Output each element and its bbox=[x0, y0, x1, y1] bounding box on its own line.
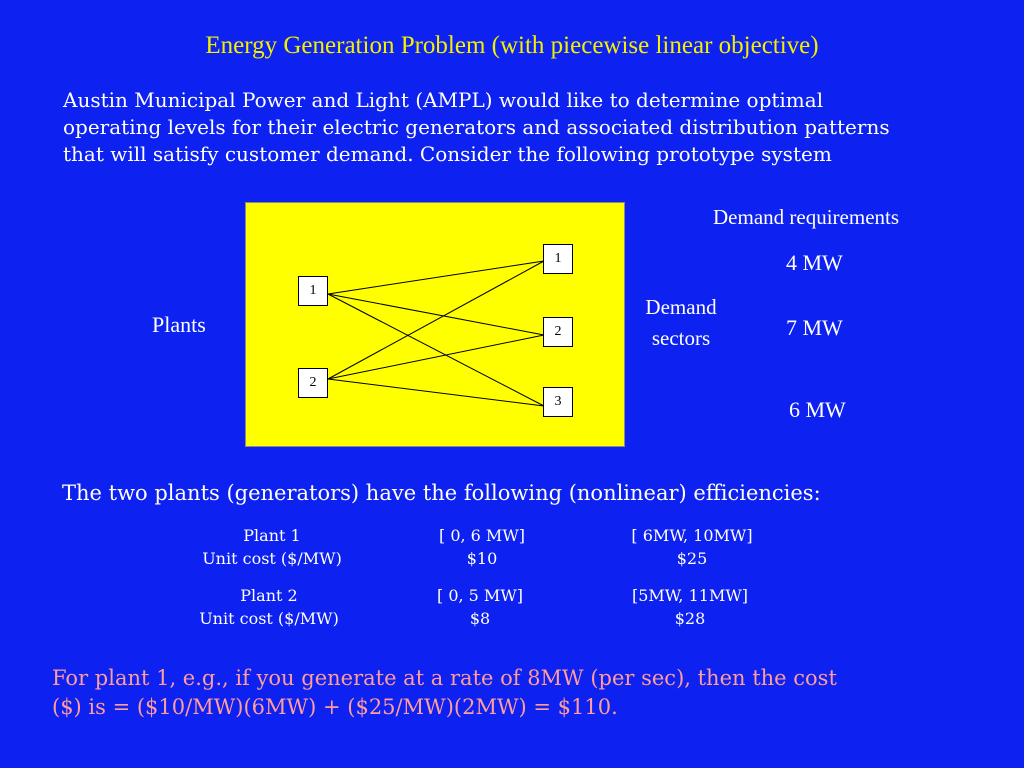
demand-sector-3-value: 6 MW bbox=[789, 397, 846, 422]
edge-plant1-sector3 bbox=[327, 293, 545, 407]
plant2-name: Plant 2 bbox=[240, 586, 298, 605]
edge-plant1-sector2 bbox=[327, 293, 545, 336]
plant-node-2: 2 bbox=[298, 368, 328, 398]
edge-plant2-sector3 bbox=[327, 378, 545, 407]
demand-requirements-label: Demand requirements bbox=[713, 205, 900, 229]
network-diagram: 1 2 1 2 3 bbox=[245, 202, 625, 447]
demand-sectors-line: sectors bbox=[651, 326, 711, 350]
sector-node-2: 2 bbox=[543, 317, 573, 347]
demand-sector-2-value: 7 MW bbox=[786, 315, 843, 340]
plant2-cost2: $28 bbox=[674, 609, 706, 628]
intro-line: Austin Municipal Power and Light (AMPL) … bbox=[63, 88, 824, 112]
plant-node-1: 1 bbox=[298, 276, 328, 306]
intro-line: operating levels for their electric gene… bbox=[63, 115, 890, 139]
sector-node-1: 1 bbox=[543, 244, 573, 274]
plant1-label-cell: Plant 1 Unit cost ($/MW) bbox=[162, 524, 382, 570]
cost-example-line: ($) is = ($10/MW)(6MW) + ($25/MW)(2MW) =… bbox=[52, 695, 618, 719]
plant1-range1-cell: [ 0, 6 MW] $10 bbox=[372, 524, 592, 570]
plants-label: Plants bbox=[152, 312, 206, 337]
edge-plant1-sector1 bbox=[327, 260, 545, 295]
plant1-cost1: $10 bbox=[466, 549, 498, 568]
plant2-label-cell: Plant 2 Unit cost ($/MW) bbox=[159, 584, 379, 630]
plant2-range1-cell: [ 0, 5 MW] $8 bbox=[370, 584, 590, 630]
plant1-cost-label: Unit cost ($/MW) bbox=[202, 549, 342, 568]
plant2-range2: [5MW, 11MW] bbox=[631, 586, 749, 605]
demand-sectors-line: Demand bbox=[645, 295, 717, 319]
sector-node-3: 3 bbox=[543, 387, 573, 417]
cost-example: For plant 1, e.g., if you generate at a … bbox=[52, 664, 992, 722]
plant1-cost2: $25 bbox=[676, 549, 708, 568]
plant1-range1: [ 0, 6 MW] bbox=[438, 526, 525, 545]
plant1-range2: [ 6MW, 10MW] bbox=[631, 526, 753, 545]
efficiency-heading: The two plants (generators) have the fol… bbox=[62, 481, 821, 505]
demand-sectors-label: Demand sectors bbox=[626, 292, 736, 354]
plant2-cost-label: Unit cost ($/MW) bbox=[199, 609, 339, 628]
cost-example-line: For plant 1, e.g., if you generate at a … bbox=[52, 666, 837, 690]
plant1-range2-cell: [ 6MW, 10MW] $25 bbox=[582, 524, 802, 570]
intro-line: that will satisfy customer demand. Consi… bbox=[63, 142, 832, 166]
edge-plant2-sector2 bbox=[327, 334, 545, 380]
demand-sector-1-value: 4 MW bbox=[786, 250, 843, 275]
intro-paragraph: Austin Municipal Power and Light (AMPL) … bbox=[63, 87, 983, 168]
plant1-name: Plant 1 bbox=[243, 526, 301, 545]
plant2-range2-cell: [5MW, 11MW] $28 bbox=[580, 584, 800, 630]
connection-lines bbox=[327, 260, 545, 407]
plant2-cost1: $8 bbox=[469, 609, 491, 628]
plant2-range1: [ 0, 5 MW] bbox=[436, 586, 523, 605]
edge-plant2-sector1 bbox=[327, 260, 545, 380]
slide-title: Energy Generation Problem (with piecewis… bbox=[205, 32, 819, 59]
